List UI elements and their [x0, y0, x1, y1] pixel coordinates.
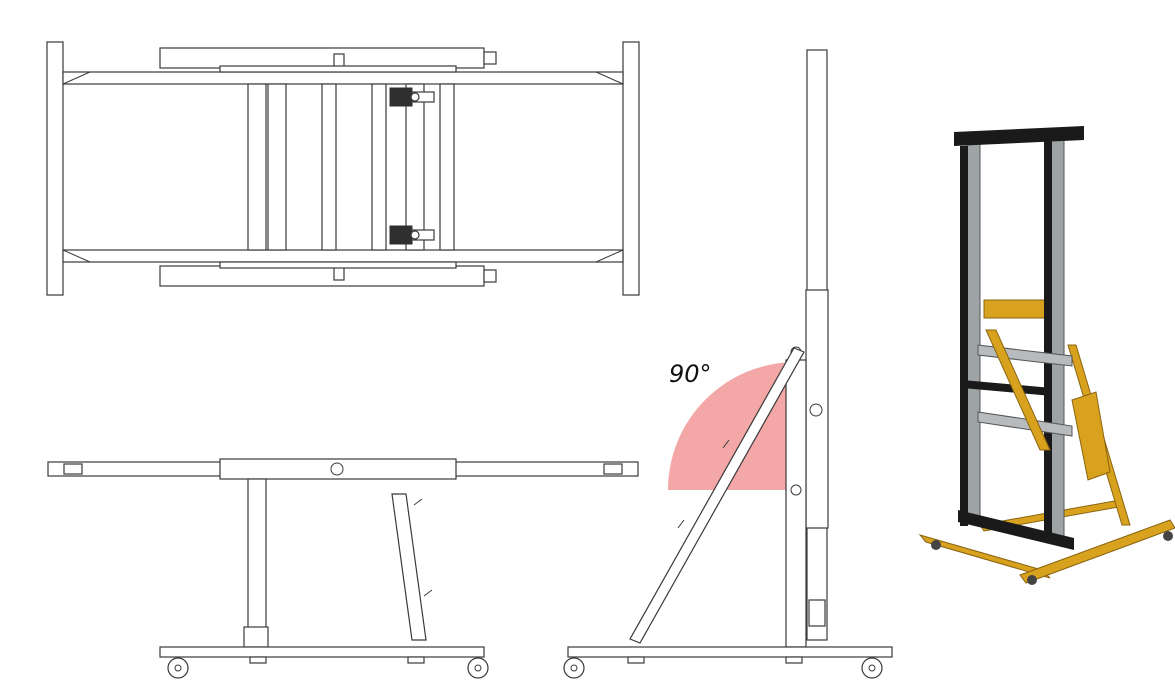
caster-right — [861, 657, 883, 679]
angle-wedge — [668, 362, 796, 490]
clamp-lower — [389, 225, 435, 245]
side-view — [563, 49, 893, 679]
angle-label: 90° — [669, 360, 712, 388]
caster-left — [167, 657, 189, 679]
caster-left — [563, 657, 585, 679]
clamp-upper — [389, 87, 435, 107]
front-view — [47, 458, 639, 679]
top-view — [46, 41, 640, 296]
isometric-render — [918, 126, 1175, 585]
caster-right — [467, 657, 489, 679]
